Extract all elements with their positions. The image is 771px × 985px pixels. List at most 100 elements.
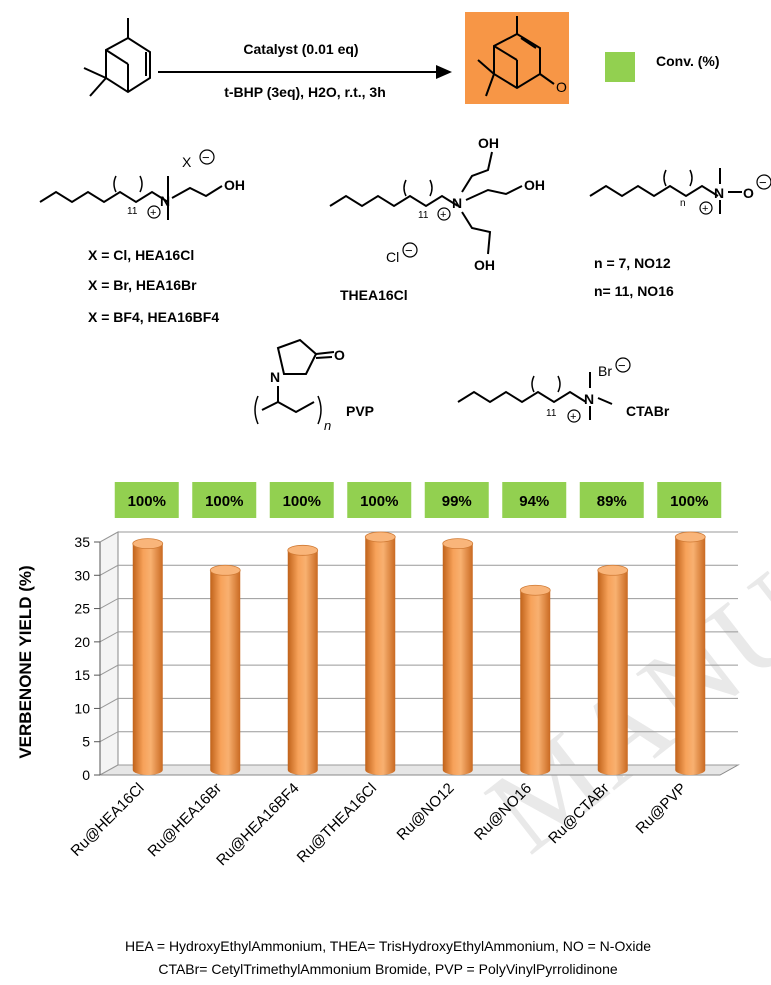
structure-thea: N OH OH OH 11 + Cl − THEA16Cl	[329, 135, 545, 303]
y-tick-label: 10	[74, 700, 90, 716]
bar	[132, 538, 164, 775]
bars	[132, 531, 706, 775]
conversion-badge: 100%	[269, 482, 334, 518]
svg-text:O: O	[743, 185, 754, 201]
svg-text:OH: OH	[474, 257, 495, 273]
bar-top	[287, 544, 319, 556]
conversion-badge: 100%	[347, 482, 412, 518]
svg-text:−: −	[759, 175, 767, 190]
bar-top	[132, 538, 164, 550]
bar	[674, 531, 706, 775]
reaction-scheme: Catalyst (0.01 eq) t-BHP (3eq), H2O, r.t…	[83, 12, 720, 104]
conversion-value: 99%	[442, 493, 472, 510]
svg-text:−: −	[618, 358, 626, 373]
conversion-box	[657, 482, 722, 518]
conversion-box	[424, 482, 489, 518]
svg-text:N: N	[160, 193, 170, 209]
grid	[98, 531, 740, 776]
conversion-value: 100%	[128, 493, 166, 510]
y-tick-label: 35	[74, 534, 90, 550]
footnote-line-2: CTABr= CetylTrimethylAmmonium Bromide, P…	[158, 961, 618, 977]
svg-text:X: X	[182, 154, 192, 170]
svg-text:N: N	[714, 185, 724, 201]
svg-text:−: −	[202, 150, 210, 165]
svg-text:n= 11, NO16: n= 11, NO16	[594, 283, 674, 299]
svg-text:N: N	[584, 391, 594, 407]
svg-text:THEA16Cl: THEA16Cl	[340, 287, 408, 303]
gridline	[99, 564, 738, 576]
svg-text:+: +	[570, 411, 576, 423]
svg-text:X = BF4, HEA16BF4: X = BF4, HEA16BF4	[88, 309, 219, 325]
category-label: Ru@HEA16Cl	[68, 780, 148, 860]
conversion-box	[114, 482, 179, 518]
bar-body	[442, 543, 473, 775]
svg-text:OH: OH	[224, 177, 245, 193]
legend-swatch	[605, 52, 635, 82]
svg-text:CTABr: CTABr	[626, 403, 670, 419]
y-tick-label: 20	[74, 634, 90, 650]
structure-ctab: N 11 + Br − CTABr	[457, 357, 670, 423]
conversion-value: 100%	[205, 493, 243, 510]
svg-text:N: N	[452, 195, 462, 211]
y-tick-label: 30	[74, 567, 90, 583]
gridline	[99, 531, 738, 543]
catalyst-label: Catalyst (0.01 eq)	[243, 41, 358, 57]
bar-top	[364, 531, 396, 543]
conversion-badge: 100%	[114, 482, 179, 518]
bar-body	[287, 550, 318, 775]
bar	[364, 531, 396, 775]
bar	[442, 538, 474, 775]
bar-top	[442, 538, 474, 550]
svg-text:n = 7, NO12: n = 7, NO12	[594, 255, 671, 271]
product-oxygen: O	[556, 79, 567, 95]
structure-hea: N 11 + OH X − X = Cl, HEA16Cl X = Br, HE…	[39, 149, 245, 325]
conversion-box	[192, 482, 257, 518]
y-axis-ticks: 0 5 10 15 20 25 30 35	[74, 534, 101, 783]
y-axis-label: VERBENONE YIELD (%)	[16, 565, 35, 758]
gridline	[99, 598, 738, 610]
bar-body	[132, 543, 163, 775]
category-label: Ru@HEA16BF4	[213, 780, 302, 869]
conversion-box	[502, 482, 567, 518]
arrow-head	[436, 65, 452, 79]
category-label: Ru@NO12	[394, 780, 458, 844]
svg-text:+: +	[702, 203, 708, 215]
svg-text:n: n	[324, 418, 331, 433]
svg-text:Br: Br	[598, 363, 612, 379]
side-wall	[99, 531, 119, 776]
svg-text:−: −	[405, 243, 413, 258]
y-tick-label: 15	[74, 667, 90, 683]
conversion-box	[269, 482, 334, 518]
conversion-value: 89%	[597, 493, 627, 510]
svg-text:11: 11	[127, 206, 138, 217]
y-tick-label: 0	[82, 767, 90, 783]
structure-no: N O − n + n = 7, NO12 n= 11, NO16	[589, 168, 771, 299]
conversion-badge: 94%	[502, 482, 567, 518]
product-verbenone	[477, 16, 555, 97]
bar-body	[365, 537, 396, 775]
bar	[209, 564, 241, 775]
y-tick-label: 5	[82, 734, 90, 750]
conversion-box	[579, 482, 644, 518]
svg-text:11: 11	[418, 210, 429, 221]
conditions-label: t-BHP (3eq), H2O, r.t., 3h	[224, 84, 386, 100]
bar	[597, 564, 629, 775]
floor	[98, 764, 740, 776]
conversion-badge: 100%	[657, 482, 722, 518]
bar-body	[210, 570, 241, 775]
conversion-badge: 99%	[424, 482, 489, 518]
bar	[519, 584, 551, 775]
conversion-labels: 100% 100% 100% 100% 99% 94% 89% 100%	[114, 482, 722, 518]
conversion-value: 100%	[283, 493, 321, 510]
svg-text:+: +	[150, 207, 156, 219]
bar-body	[597, 570, 628, 775]
svg-text:n: n	[680, 198, 686, 209]
y-tick-label: 25	[74, 601, 90, 617]
bar-top	[597, 564, 629, 576]
legend-label: Conv. (%)	[656, 53, 720, 69]
svg-text:11: 11	[546, 408, 557, 419]
svg-text:+: +	[440, 209, 446, 221]
svg-text:X = Br, HEA16Br: X = Br, HEA16Br	[88, 277, 197, 293]
svg-text:PVP: PVP	[346, 403, 374, 419]
category-label: Ru@THEA16Cl	[294, 780, 380, 866]
